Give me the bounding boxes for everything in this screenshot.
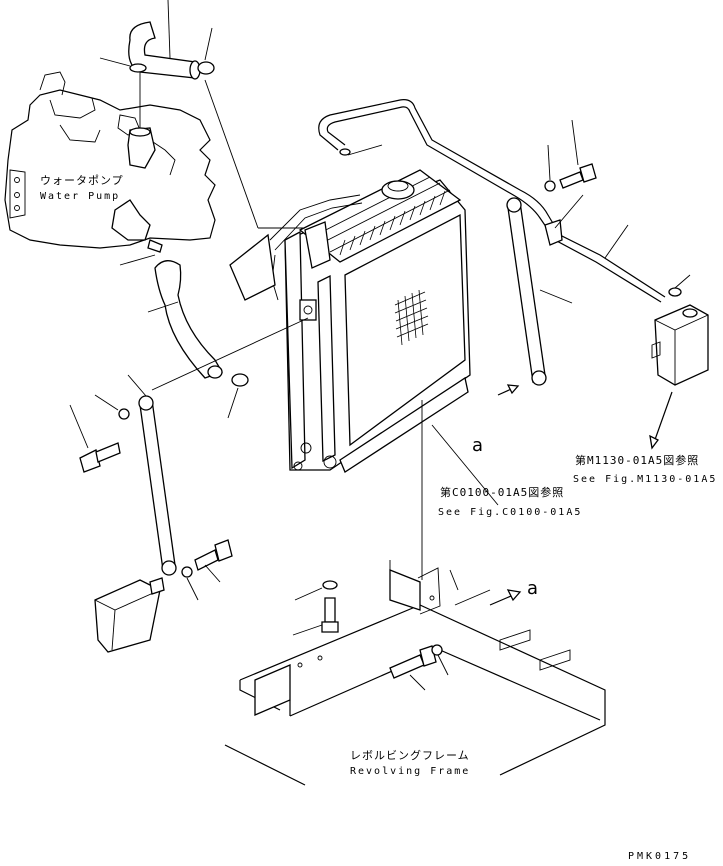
view-a-label-upper: a: [472, 435, 484, 456]
leader-stay-left: [151, 317, 309, 391]
stay-bracket: [94, 577, 165, 653]
pipe-bracket: [544, 194, 584, 246]
revolving-frame: [224, 567, 606, 786]
leader-c0100: [431, 424, 499, 506]
frame-bolt-horizontal: [389, 644, 449, 691]
hose-clamp-top: [197, 27, 215, 75]
reserve-tank: [651, 304, 709, 386]
arrow-m1130-head: [649, 434, 659, 450]
fan-shroud-plate: [229, 233, 276, 301]
leader-frame-right: [449, 569, 459, 591]
frame-bolt-vertical: [292, 580, 339, 636]
radiator-assembly: [269, 169, 471, 473]
bolt-left-upper: [69, 394, 130, 473]
reference-c0100-label-jp: 第C0100-01A5図参照: [440, 486, 565, 499]
leader-pipe: [604, 224, 629, 259]
stay-rod-right: [506, 197, 573, 386]
bolt-left-lower: [181, 539, 233, 601]
washer-top-right: [544, 144, 556, 192]
revolving-frame-label-en: Revolving Frame: [350, 766, 471, 777]
stay-rod-left: [127, 374, 177, 576]
upper-water-hose: [128, 0, 201, 80]
water-pump-label-jp: ウォータポンプ: [40, 174, 124, 187]
hose-clamp-upper-left: [99, 57, 147, 128]
leader-radiator-top: [204, 79, 259, 229]
view-arrow-a-upper: [497, 384, 520, 396]
hose-clamp-lower: [227, 373, 249, 419]
reference-m1130-label-en: See Fig.M1130-01A5: [573, 474, 718, 485]
pipe-clip-end: [668, 274, 691, 297]
lower-water-hose: [147, 260, 223, 379]
engine-block: [4, 71, 216, 249]
view-arrow-a-lower: [489, 589, 522, 606]
water-outlet-connector: [111, 199, 163, 266]
overflow-pipe: [318, 99, 666, 303]
view-a-label-lower: a: [527, 578, 539, 599]
drawing-code: PMK0175: [628, 851, 692, 862]
water-pump-elbow: [127, 127, 156, 169]
reference-m1130-label-jp: 第M1130-01A5図参照: [575, 454, 700, 467]
reference-c0100-label-en: See Fig.C0100-01A5: [438, 507, 583, 518]
water-pump-label-en: Water Pump: [40, 191, 121, 202]
revolving-frame-label-jp: レボルビングフレーム: [350, 749, 470, 762]
bolt-top-right: [559, 119, 597, 189]
